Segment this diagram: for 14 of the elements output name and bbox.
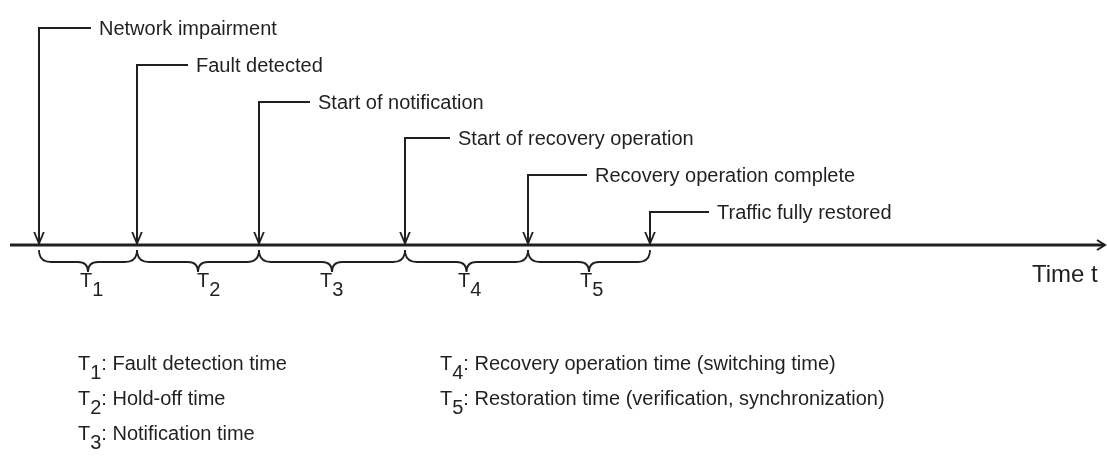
leader-arrow: [644, 211, 710, 245]
leader-arrow: [33, 27, 92, 245]
event-label: Recovery operation complete: [595, 163, 856, 187]
event-label: Network impairment: [99, 16, 277, 40]
leader-arrow: [131, 64, 189, 245]
leader-arrow: [399, 137, 451, 245]
axis-label: Time t: [1032, 262, 1098, 286]
time-axis: [10, 239, 1107, 251]
event-label: Fault detected: [196, 53, 323, 77]
event-label: Start of notification: [318, 90, 484, 114]
leader-arrow: [253, 101, 311, 245]
event-label: Traffic fully restored: [717, 200, 892, 224]
leader-arrow: [522, 174, 588, 245]
event-label: Start of recovery operation: [458, 126, 694, 150]
